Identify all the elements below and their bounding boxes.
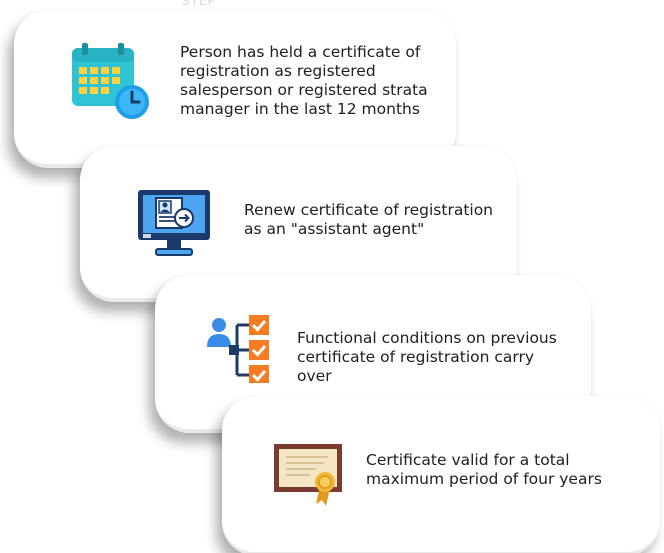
certificate-icon bbox=[272, 442, 346, 508]
person-checklist-icon bbox=[205, 313, 275, 383]
step-3-text: Functional conditions on previous certif… bbox=[297, 329, 557, 385]
monitor-profile-icon bbox=[136, 188, 212, 260]
step-card-4: Certificate valid for a total maximum pe… bbox=[222, 396, 660, 553]
step-4-text: Certificate valid for a total maximum pe… bbox=[366, 451, 602, 488]
faint-header-label: STEP bbox=[182, 0, 216, 8]
calendar-clock-icon bbox=[68, 42, 152, 126]
step-2-text: Renew certificate of registration as an … bbox=[244, 201, 494, 238]
step-card-1: Person has held a certificate of registr… bbox=[14, 10, 456, 168]
step-1-text: Person has held a certificate of registr… bbox=[180, 43, 428, 118]
